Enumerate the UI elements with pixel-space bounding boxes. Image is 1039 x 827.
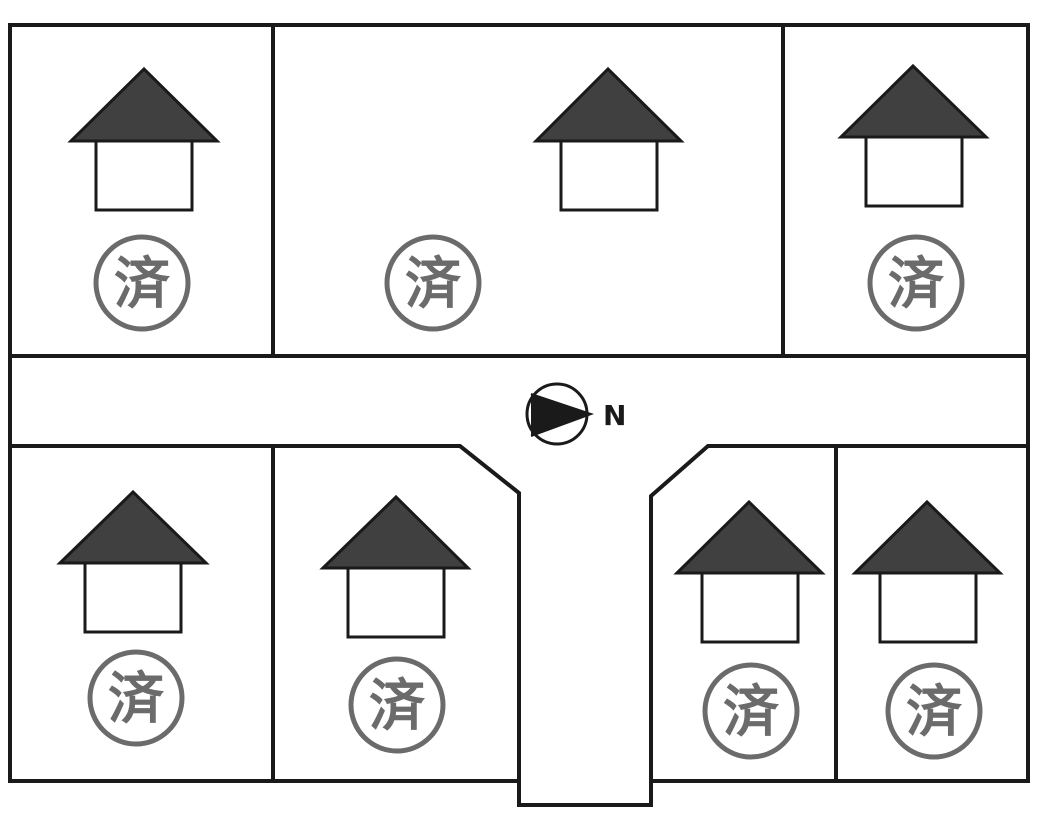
house-roof [851, 499, 1004, 575]
sold-stamp: 済 [867, 234, 965, 332]
house-icon [67, 66, 221, 212]
sold-stamp-label: 済 [108, 667, 165, 732]
house-body [864, 135, 964, 208]
sold-stamp-label: 済 [888, 252, 945, 317]
compass-label: N [603, 399, 626, 432]
compass: N [525, 382, 626, 446]
sold-stamp-ring [348, 656, 446, 754]
north-arrow-outline [530, 393, 595, 437]
sold-stamp-label: 済 [114, 252, 171, 317]
sold-stamp-ring [93, 234, 191, 332]
house-icon [532, 66, 685, 212]
house-roof [67, 66, 221, 143]
house-roof [532, 66, 685, 143]
sold-stamp-label: 済 [405, 252, 462, 317]
sold-stamp: 済 [348, 656, 446, 754]
north-arrow-icon [531, 394, 591, 436]
lot-boundaries [8, 23, 1030, 807]
houses [56, 63, 1004, 644]
house-body [700, 571, 800, 644]
house-body [346, 566, 446, 639]
house-roof [673, 499, 826, 575]
house-body [83, 561, 183, 634]
sold-stamp-ring [885, 662, 983, 760]
sold-stamp-ring [702, 662, 800, 760]
house-icon [673, 499, 826, 644]
sold-stamp-ring [867, 234, 965, 332]
sold-stamps: 済済済済済済済 [87, 234, 983, 760]
sold-stamp-label: 済 [906, 680, 963, 745]
house-body [94, 139, 194, 212]
house-icon [319, 494, 472, 639]
house-icon [837, 63, 990, 208]
sold-stamp-ring [87, 649, 185, 747]
sold-stamp: 済 [384, 234, 482, 332]
house-roof [837, 63, 990, 139]
house-icon [851, 499, 1004, 644]
house-body [559, 139, 659, 212]
house-roof [56, 489, 210, 565]
sold-stamp-ring [384, 234, 482, 332]
sold-stamp: 済 [702, 662, 800, 760]
sold-stamp-label: 済 [369, 674, 426, 739]
house-roof [319, 494, 472, 570]
sold-stamp-label: 済 [723, 680, 780, 745]
sold-stamp: 済 [87, 649, 185, 747]
sold-stamp: 済 [93, 234, 191, 332]
sold-stamp: 済 [885, 662, 983, 760]
house-body [878, 571, 978, 644]
house-icon [56, 489, 210, 634]
road-edge-south [10, 444, 1028, 805]
